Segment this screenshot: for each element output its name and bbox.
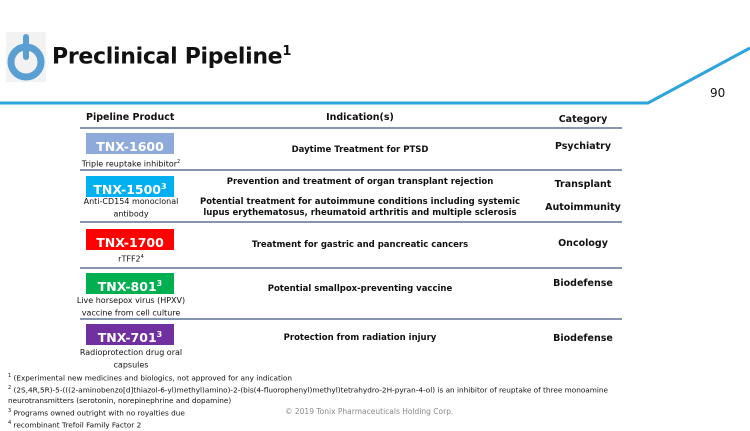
page-title: Preclinical Pipeline1 [52, 44, 292, 70]
indication: Potential smallpox-preventing vaccine [267, 284, 453, 294]
category: Oncology [558, 238, 608, 249]
footnote: 4 recombinant Trefoil Family Factor 2 [8, 420, 142, 430]
category: Psychiatry [554, 141, 612, 152]
row-divider [80, 267, 622, 269]
row-divider [80, 318, 622, 320]
category: Biodefense [553, 278, 613, 289]
product-badge: TNX-15003 [86, 176, 174, 197]
product-description: Triple reuptake inhibitor2 [81, 159, 181, 169]
category: Autoimmunity [545, 202, 621, 213]
header-accent-line [0, 46, 750, 105]
column-header-category: Category [558, 114, 608, 125]
column-header-indication: Indication(s) [326, 112, 394, 123]
product-badge: TNX-7013 [86, 324, 174, 345]
product-description: rTFF24 [118, 254, 144, 264]
row-divider [80, 221, 622, 223]
product-description: Live horsepox virus (HPXV) vaccine from … [76, 296, 186, 318]
indication: Protection from radiation injury [283, 333, 437, 343]
row-divider [80, 127, 622, 129]
indication: Prevention and treatment of organ transp… [226, 177, 494, 187]
product-badge: TNX-8013 [86, 273, 174, 294]
product-description: Radioprotection drug oral capsules [79, 348, 183, 370]
column-header-product: Pipeline Product [86, 112, 175, 123]
power-button-logo-icon [6, 32, 46, 82]
page-number: 90 [710, 86, 726, 100]
indication: Treatment for gastric and pancreatic can… [251, 240, 469, 250]
indication: Potential treatment for autoimmune condi… [199, 197, 521, 218]
footnote: 3 Programs owned outright with no royalt… [8, 407, 185, 418]
product-badge: TNX-1700 [86, 229, 174, 250]
category: Transplant [554, 179, 612, 190]
copyright: © 2019 Tonix Pharmaceuticals Holding Cor… [285, 407, 454, 416]
category: Biodefense [553, 333, 613, 344]
indication: Daytime Treatment for PTSD [291, 145, 429, 155]
footnote: 1 (Experimental new medicines and biolog… [8, 373, 292, 383]
product-description: Anti-CD154 monoclonal antibody [83, 197, 179, 219]
footnote: 2 (2S,4R,5R)-5-(((2-aminobenzo[d]thiazol… [8, 385, 609, 405]
row-divider [80, 169, 622, 171]
product-badge: TNX-1600 [86, 133, 174, 154]
